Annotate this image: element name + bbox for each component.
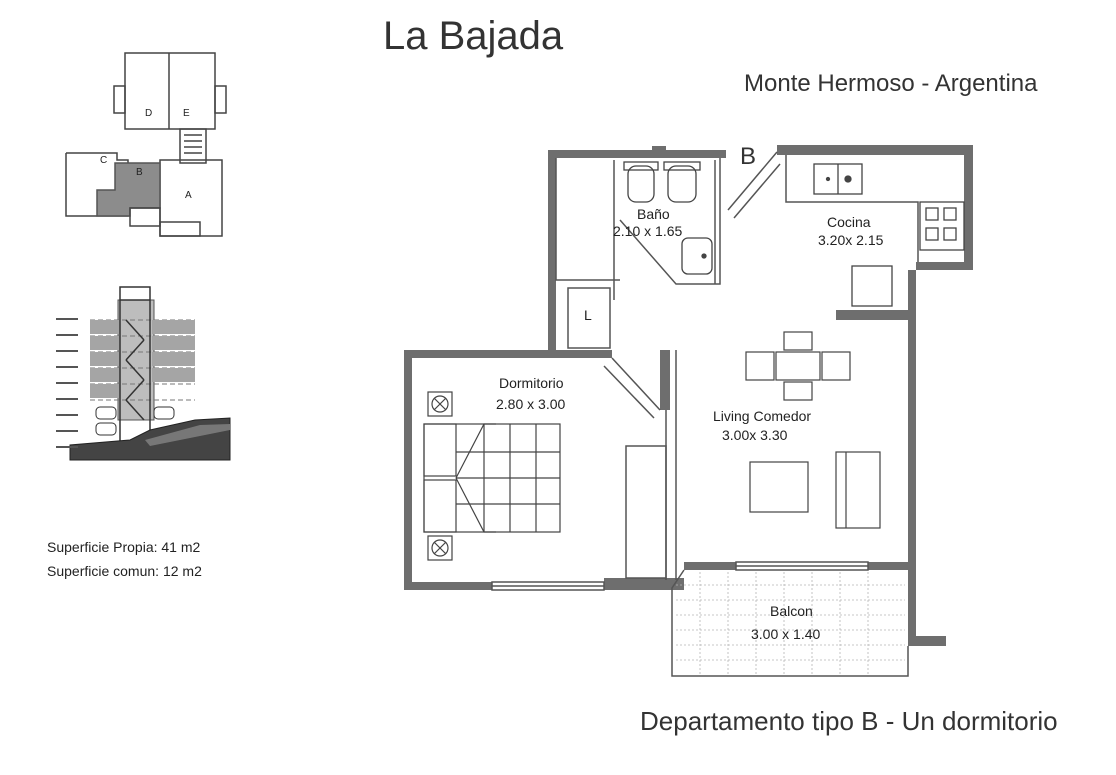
- kitchen-fixtures: [813, 163, 965, 307]
- key-plan-label-b: B: [136, 167, 143, 178]
- kitchen-size: 3.20x 2.15: [818, 232, 884, 248]
- living-name: Living Comedor: [713, 408, 811, 424]
- bedroom-fixtures: [423, 391, 561, 561]
- bath-name: Baño: [637, 206, 670, 222]
- key-plan-unit-de: [124, 52, 216, 130]
- bedroom-name: Dormitorio: [499, 375, 564, 391]
- nightstand-lamp-icon: [427, 391, 453, 417]
- living-fixtures: [745, 331, 881, 529]
- floor-plan: Baño 2.10 x 1.65 Cocina 3.20x 2.15 L Dor…: [404, 143, 973, 677]
- bedroom-size: 2.80 x 3.00: [496, 396, 565, 412]
- key-plan-label-a: A: [185, 190, 192, 201]
- common-surface-text: Superficie comun: 12 m2: [47, 563, 202, 579]
- balcony-name: Balcon: [770, 603, 813, 619]
- key-plan-label-e: E: [183, 108, 190, 119]
- building-section: [56, 286, 231, 461]
- living-size: 3.00x 3.30: [722, 427, 788, 443]
- key-plan-label-c: C: [100, 155, 107, 166]
- key-plan-label-d: D: [145, 108, 152, 119]
- sink-icon: [681, 237, 713, 275]
- location-subtitle: Monte Hermoso - Argentina: [744, 70, 1038, 97]
- nightstand-lamp-icon: [427, 535, 453, 561]
- bidet-icon: [667, 165, 697, 203]
- own-surface-text: Superficie Propia: 41 m2: [47, 539, 201, 555]
- bathroom-fixtures: [623, 161, 713, 275]
- laundry-label: L: [584, 307, 592, 323]
- page-title: La Bajada: [383, 14, 564, 58]
- dining-table-icon: [745, 331, 851, 401]
- kitchen-name: Cocina: [827, 214, 871, 230]
- bath-size: 2.10 x 1.65: [613, 223, 682, 239]
- unit-marker: B: [740, 143, 756, 170]
- stove-icon: [919, 201, 965, 251]
- sofa-icon: [835, 451, 881, 529]
- balcony-tiles: [676, 572, 905, 674]
- unit-type-caption: Departamento tipo B - Un dormitorio: [640, 706, 1058, 736]
- fridge-icon: [851, 265, 893, 307]
- coffee-table-icon: [749, 461, 809, 513]
- key-plan: [65, 52, 227, 237]
- walls: [404, 145, 973, 646]
- toilet-icon: [627, 165, 655, 203]
- balcony-size: 3.00 x 1.40: [751, 626, 820, 642]
